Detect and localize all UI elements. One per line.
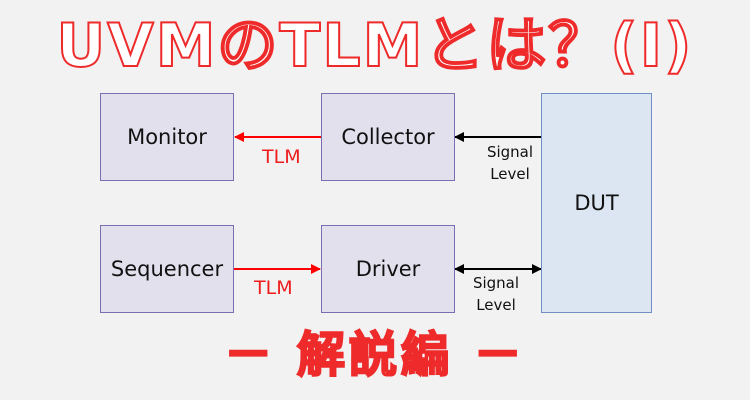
collector-label: Collector <box>341 125 435 149</box>
page-subtitle: － 解説編 － <box>223 326 526 384</box>
page-title: UVMのTLMとは？(I) <box>56 10 694 82</box>
signal-text: Signal <box>486 143 534 161</box>
collector-block: Collector <box>321 93 455 181</box>
driver-label: Driver <box>355 257 421 281</box>
signal-level-label-bottom: Signal Level <box>466 272 526 316</box>
tlm-label-sequencer-driver: TLM <box>254 277 293 299</box>
dut-label: DUT <box>574 191 619 215</box>
level-text: Level <box>490 165 530 183</box>
sequencer-block: Sequencer <box>100 225 234 313</box>
signal-text: Signal <box>472 274 520 292</box>
level-text: Level <box>476 296 516 314</box>
tlm-label-collector-monitor: TLM <box>262 146 301 168</box>
sequencer-label: Sequencer <box>110 257 224 281</box>
driver-block: Driver <box>321 225 455 313</box>
dut-block: DUT <box>541 93 652 313</box>
signal-level-label-top: Signal Level <box>480 141 540 185</box>
monitor-label: Monitor <box>127 125 207 149</box>
monitor-block: Monitor <box>100 93 234 181</box>
